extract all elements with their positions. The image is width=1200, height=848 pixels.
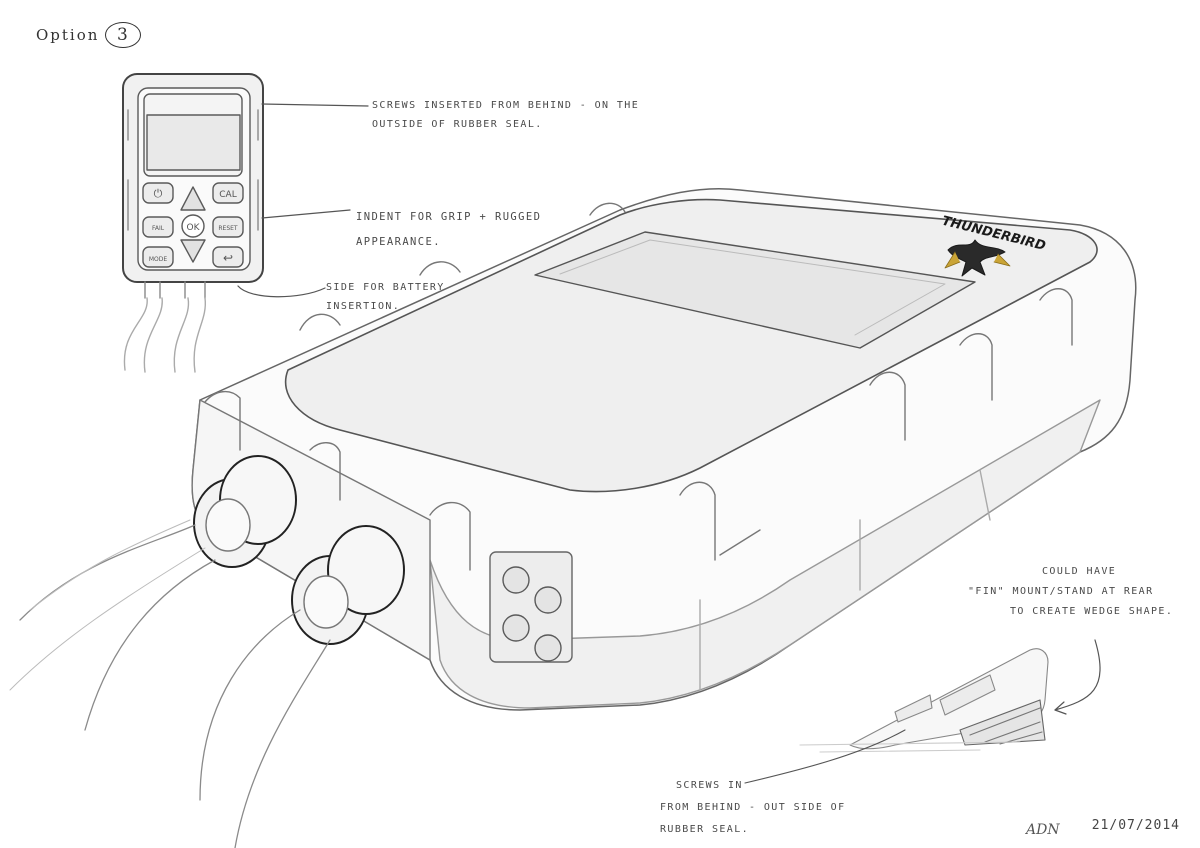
cal-button-label: CAL bbox=[219, 190, 236, 200]
power-button-label: ⏻ bbox=[154, 187, 163, 200]
remote-leaders bbox=[237, 103, 369, 298]
sketch-date: 21/07/2014 bbox=[1091, 818, 1180, 833]
note-screws-bottom: SCREWS IN FROM BEHIND - OUT SIDE OF RUBB… bbox=[660, 780, 846, 835]
note-indent: INDENT FOR GRIP + RUGGED APPEARANCE. bbox=[356, 211, 542, 249]
signature: ADN bbox=[1026, 822, 1060, 838]
fin-leader bbox=[1054, 639, 1101, 711]
ok-button-label: OK bbox=[187, 223, 201, 233]
mode-button-label: MODE bbox=[149, 256, 168, 263]
screws-leader bbox=[744, 729, 906, 784]
device-sketch bbox=[9, 187, 1137, 848]
fin-arrowhead bbox=[1054, 701, 1067, 715]
option-number: 3 bbox=[105, 22, 142, 48]
note-battery: SIDE FOR BATTERY INSERTION. bbox=[326, 282, 445, 312]
fail-button-label: FAIL bbox=[152, 225, 165, 232]
remote-sketch bbox=[122, 73, 264, 373]
note-screws-top: SCREWS INSERTED FROM BEHIND - ON THE OUT… bbox=[372, 100, 640, 130]
reset-button-label: RESET bbox=[218, 225, 238, 232]
wedge-stand-sketch bbox=[799, 648, 1049, 753]
option-title: Option 3 bbox=[36, 22, 142, 48]
note-fin-mount: COULD HAVE "FIN" MOUNT/STAND AT REAR TO … bbox=[968, 566, 1174, 617]
remote-button-labels: ⏻ CAL OK FAIL RESET MODE ↩ bbox=[149, 187, 238, 265]
back-button-label: ↩ bbox=[223, 251, 233, 265]
thunderbird-logo bbox=[944, 239, 1011, 277]
